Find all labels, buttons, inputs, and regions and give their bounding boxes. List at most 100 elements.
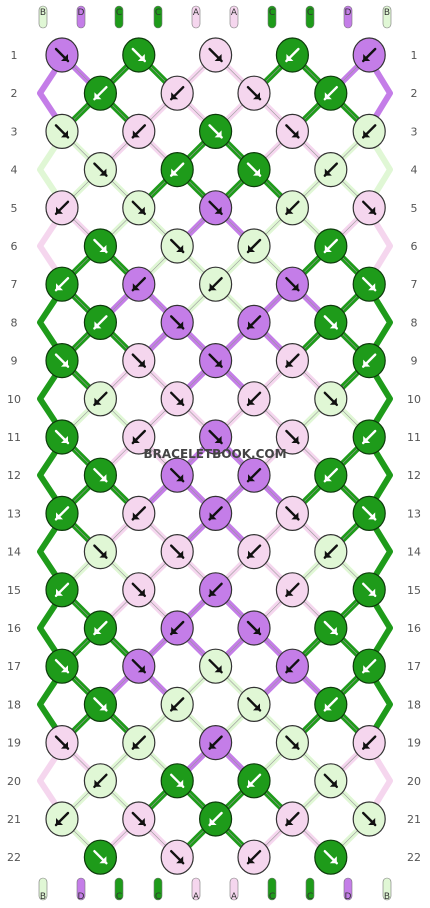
arrow-head-icon bbox=[61, 436, 68, 443]
knot bbox=[160, 381, 194, 417]
edge-thread-right bbox=[372, 678, 393, 731]
row-number-left: 12 bbox=[7, 469, 21, 482]
knot bbox=[45, 648, 79, 684]
edge-thread-left bbox=[37, 67, 59, 120]
strand-label-bottom: C bbox=[307, 892, 313, 902]
row-number-left: 2 bbox=[11, 87, 18, 100]
knot bbox=[199, 190, 233, 226]
strand-label-bottom: C bbox=[116, 892, 122, 902]
row-number-right: 6 bbox=[411, 240, 418, 253]
arrow-head-icon bbox=[61, 665, 68, 673]
arrow-head-icon bbox=[94, 321, 102, 329]
row-number-right: 21 bbox=[407, 813, 421, 826]
strand-label-bottom: B bbox=[40, 892, 46, 902]
strand-label-top: C bbox=[155, 8, 161, 18]
arrow-head-icon bbox=[363, 359, 371, 367]
strand-top bbox=[343, 5, 353, 29]
arrow-head-icon bbox=[253, 703, 260, 711]
arrow-head-icon bbox=[368, 818, 376, 825]
knot bbox=[199, 495, 233, 532]
edge-thread-right bbox=[372, 373, 393, 425]
row-number-left: 1 bbox=[11, 49, 18, 62]
knot bbox=[122, 343, 156, 379]
arrow-head-icon bbox=[368, 283, 376, 291]
edge-thread-left bbox=[37, 296, 59, 349]
knot bbox=[122, 572, 156, 608]
strand-label-top: B bbox=[40, 8, 46, 18]
knot bbox=[237, 152, 271, 188]
knot bbox=[45, 495, 79, 532]
knot bbox=[122, 266, 156, 302]
knot bbox=[275, 648, 309, 684]
arrow-head-icon bbox=[176, 856, 184, 864]
arrow-head-icon bbox=[214, 206, 222, 214]
row-number-left: 18 bbox=[7, 698, 21, 711]
arrow-head-icon bbox=[132, 741, 140, 749]
row-number-left: 9 bbox=[11, 355, 18, 368]
arrow-head-icon bbox=[171, 168, 179, 176]
edge-thread-right bbox=[372, 525, 393, 578]
knot bbox=[237, 610, 271, 646]
arrow-head-icon bbox=[329, 627, 337, 634]
row-number-left: 5 bbox=[11, 202, 18, 215]
arrow-head-icon bbox=[214, 436, 222, 443]
strand-bottom bbox=[114, 877, 124, 901]
row-number-left: 14 bbox=[7, 546, 21, 559]
arrow-head-icon bbox=[94, 627, 102, 634]
knot bbox=[275, 343, 309, 379]
arrow-head-icon bbox=[324, 703, 332, 711]
row-number-left: 17 bbox=[7, 660, 21, 673]
knot bbox=[122, 801, 156, 837]
knot bbox=[314, 75, 348, 111]
knot bbox=[199, 572, 233, 608]
arrow-head-icon bbox=[56, 206, 63, 214]
arrow-head-icon bbox=[94, 397, 102, 405]
knot bbox=[199, 266, 233, 302]
knot bbox=[352, 190, 386, 226]
knot bbox=[122, 113, 156, 149]
strand-top bbox=[114, 5, 124, 29]
arrow-head-icon bbox=[291, 436, 299, 443]
arrow-head-icon bbox=[94, 92, 102, 100]
strand-ends bbox=[38, 5, 392, 901]
knot bbox=[275, 190, 309, 226]
arrow-head-icon bbox=[137, 665, 145, 673]
row-number-right: 1 bbox=[411, 49, 418, 62]
row-number-left: 7 bbox=[11, 278, 18, 291]
strand-label-bottom: B bbox=[384, 892, 390, 902]
strand-label-top: A bbox=[193, 8, 200, 18]
knot bbox=[352, 724, 386, 761]
knot bbox=[314, 839, 348, 875]
edge-thread-left bbox=[37, 602, 59, 654]
watermark-text: BRACELETBOOK.COM bbox=[143, 447, 286, 461]
knot bbox=[199, 37, 233, 73]
arrow-head-icon bbox=[214, 130, 222, 138]
arrow-head-icon bbox=[363, 54, 371, 61]
arrow-head-icon bbox=[61, 54, 68, 61]
edge-thread-left bbox=[37, 449, 59, 502]
arrow-head-icon bbox=[324, 168, 332, 176]
strand-bottom bbox=[229, 877, 239, 901]
row-number-right: 17 bbox=[407, 660, 421, 673]
knot bbox=[45, 343, 79, 379]
knot bbox=[275, 724, 309, 761]
knot bbox=[45, 113, 79, 149]
arrow-head-icon bbox=[253, 627, 260, 634]
edge-thread-left bbox=[37, 143, 59, 196]
strand-label-top: A bbox=[231, 8, 238, 18]
knot bbox=[275, 266, 309, 302]
knot bbox=[352, 648, 386, 684]
knot bbox=[314, 381, 348, 417]
knot bbox=[352, 801, 386, 837]
row-number-right: 9 bbox=[411, 355, 418, 368]
edge-thread-left bbox=[37, 372, 59, 425]
strand-top bbox=[229, 5, 239, 29]
arrow-head-icon bbox=[363, 130, 371, 138]
row-number-right: 10 bbox=[407, 393, 421, 406]
arrow-head-icon bbox=[137, 588, 145, 596]
knot bbox=[352, 495, 386, 532]
strand-label-bottom: A bbox=[193, 892, 200, 902]
row-number-left: 4 bbox=[11, 164, 18, 177]
arrow-head-icon bbox=[209, 512, 217, 520]
arrow-head-icon bbox=[99, 550, 107, 558]
